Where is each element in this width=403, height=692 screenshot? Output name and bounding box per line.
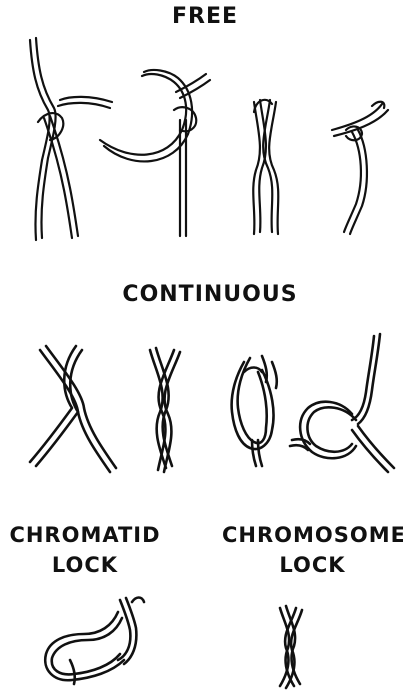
chromatid-lock-figure xyxy=(45,598,144,685)
free-figure-4 xyxy=(332,102,388,234)
continuous-figure-3 xyxy=(232,356,277,466)
continuous-figure-2 xyxy=(150,348,180,472)
continuous-figure-4 xyxy=(290,334,394,472)
free-figure-2 xyxy=(100,70,210,236)
continuous-figure-1 xyxy=(30,346,116,472)
free-figure-3 xyxy=(253,100,278,234)
chromosome-lock-figure xyxy=(280,606,302,688)
